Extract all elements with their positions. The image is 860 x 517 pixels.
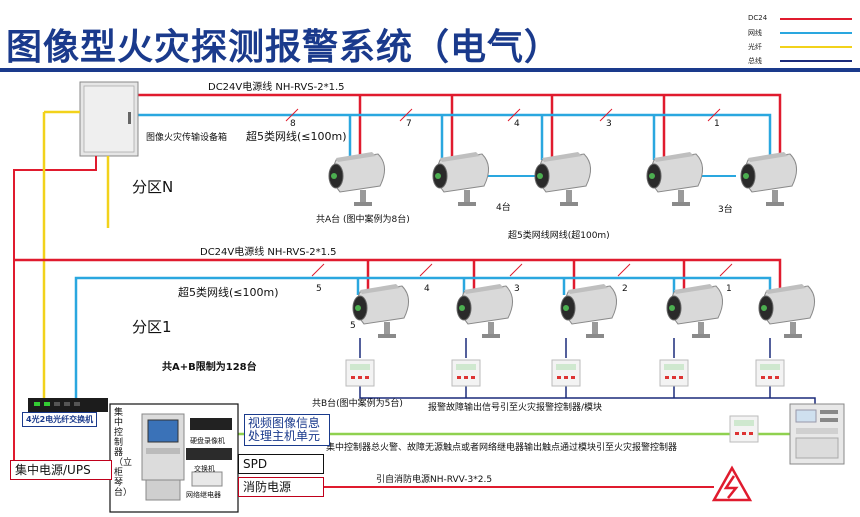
zone-1-power-line-label: DC24V电源线 NH-RVS-2*1.5 [200,245,337,258]
zone-1-name: 分区1 [132,318,172,336]
segment-label: 1 [726,284,732,294]
zone-n-group-b: 3台 [718,203,733,215]
spd-box: SPD [238,454,324,474]
legend-item-network: 网线 [748,26,856,40]
zone-n-wiring [138,93,782,177]
segment-label: 1 [714,119,720,129]
legend-swatch-blue [780,32,852,34]
legend-label: DC24 [748,14,768,22]
hard-disk-recorder-label: 硬盘录像机 [190,436,225,445]
page-title: 图像型火灾探测报警系统（电气） [6,27,562,68]
fire-power-source-label: 引自消防电源NH-RVV-3*2.5 [376,473,492,485]
zone-n-cameras [328,151,798,207]
equipment-text: 硬盘录像机 交换机 网络继电器 集中控制器总火警、故障无源触点或者网络继电器输出… [186,436,677,499]
camera [328,151,386,207]
camera [352,283,410,339]
camera [432,151,490,207]
title-underline [0,68,860,72]
legend-swatch-navy [780,60,852,62]
alarm-module [659,359,689,387]
legend-label: 光纤 [748,43,762,51]
legend-swatch-yellow [780,46,852,48]
zone-1-limit-label: 共A+B限制为128台 [162,360,257,373]
zone-n-power-line-label: DC24V电源线 NH-RVS-2*1.5 [208,80,345,93]
controller-output-label: 集中控制器总火警、故障无源触点或者网络继电器输出触点通过模块引至火灾报警控制器 [326,441,677,453]
central-controller-device [109,403,239,513]
transmission-box [79,81,139,157]
zone-n-camera-count: 共A台 (图中案例为8台) [316,213,410,225]
video-unit-box: 视频图像信息处理主机单元 [244,414,330,446]
camera [758,283,816,339]
fire-power-box: 消防电源 [238,477,324,497]
segment-label: 3 [514,284,520,294]
segment-label: 4 [424,284,430,294]
zone-n-name: 分区N [132,178,173,196]
segment-label: 7 [406,119,412,129]
legend-label: 网线 [748,29,762,37]
transmission-box-label: 图像火灾传输设备箱 [146,131,227,143]
segment-label: 2 [622,284,628,294]
camera [534,151,592,207]
legend-item-bus: 总线 [748,54,856,68]
camera [560,283,618,339]
zone-1-module-label: 报警故障输出信号引至火灾报警控制器/模块 [428,401,602,413]
fiber-switch-device [28,398,108,412]
zone-1-camera-count: 共B台(图中案例为5台) [312,397,403,409]
legend-swatch-red [780,18,852,20]
central-power-box: 集中电源/UPS [10,460,112,480]
segment-label: 8 [290,119,296,129]
fiber-switch-label: 4光2电光纤交换机 [22,412,98,427]
segment-label: 4 [514,119,520,129]
central-controller-label: 集中控制器（立柜琴台） [114,408,133,498]
zone-1-network-line-label: 超5类网线(≤100m) [178,285,279,299]
alarm-module [345,359,375,387]
segment-label: 5 [316,284,322,294]
alarm-modules [345,359,785,443]
camera [646,151,704,207]
alarm-module [551,359,581,387]
legend: DC24 网线 光纤 总线 [748,12,856,68]
segment-label: 3 [606,119,612,129]
switch-label: 交换机 [194,464,215,473]
camera [456,283,514,339]
camera [740,151,798,207]
zone-n-long-line-label: 超5类网线网线(超100m) [508,229,610,241]
fire-alarm-controller [789,403,845,465]
legend-item-dc24: DC24 [748,12,856,26]
camera [666,283,724,339]
zone-n-group-a: 4台 [496,201,511,213]
zone-n-network-line-label: 超5类网线(≤100m) [246,129,347,143]
alarm-module [451,359,481,387]
zone-1-first-camera: 5 [350,321,356,331]
lightning-warning-icon [711,465,753,502]
network-relay-label: 网络继电器 [186,490,221,499]
zone-n-text: DC24V电源线 NH-RVS-2*1.5 图像火灾传输设备箱 超5类网线(≤1… [132,80,733,241]
zone-1-cameras [352,283,816,339]
legend-item-fiber: 光纤 [748,40,856,54]
alarm-module [729,415,759,443]
alarm-module [755,359,785,387]
zone-1-text: DC24V电源线 NH-RVS-2*1.5 超5类网线(≤100m) 5 4 3… [132,245,732,413]
legend-label: 总线 [748,57,762,65]
